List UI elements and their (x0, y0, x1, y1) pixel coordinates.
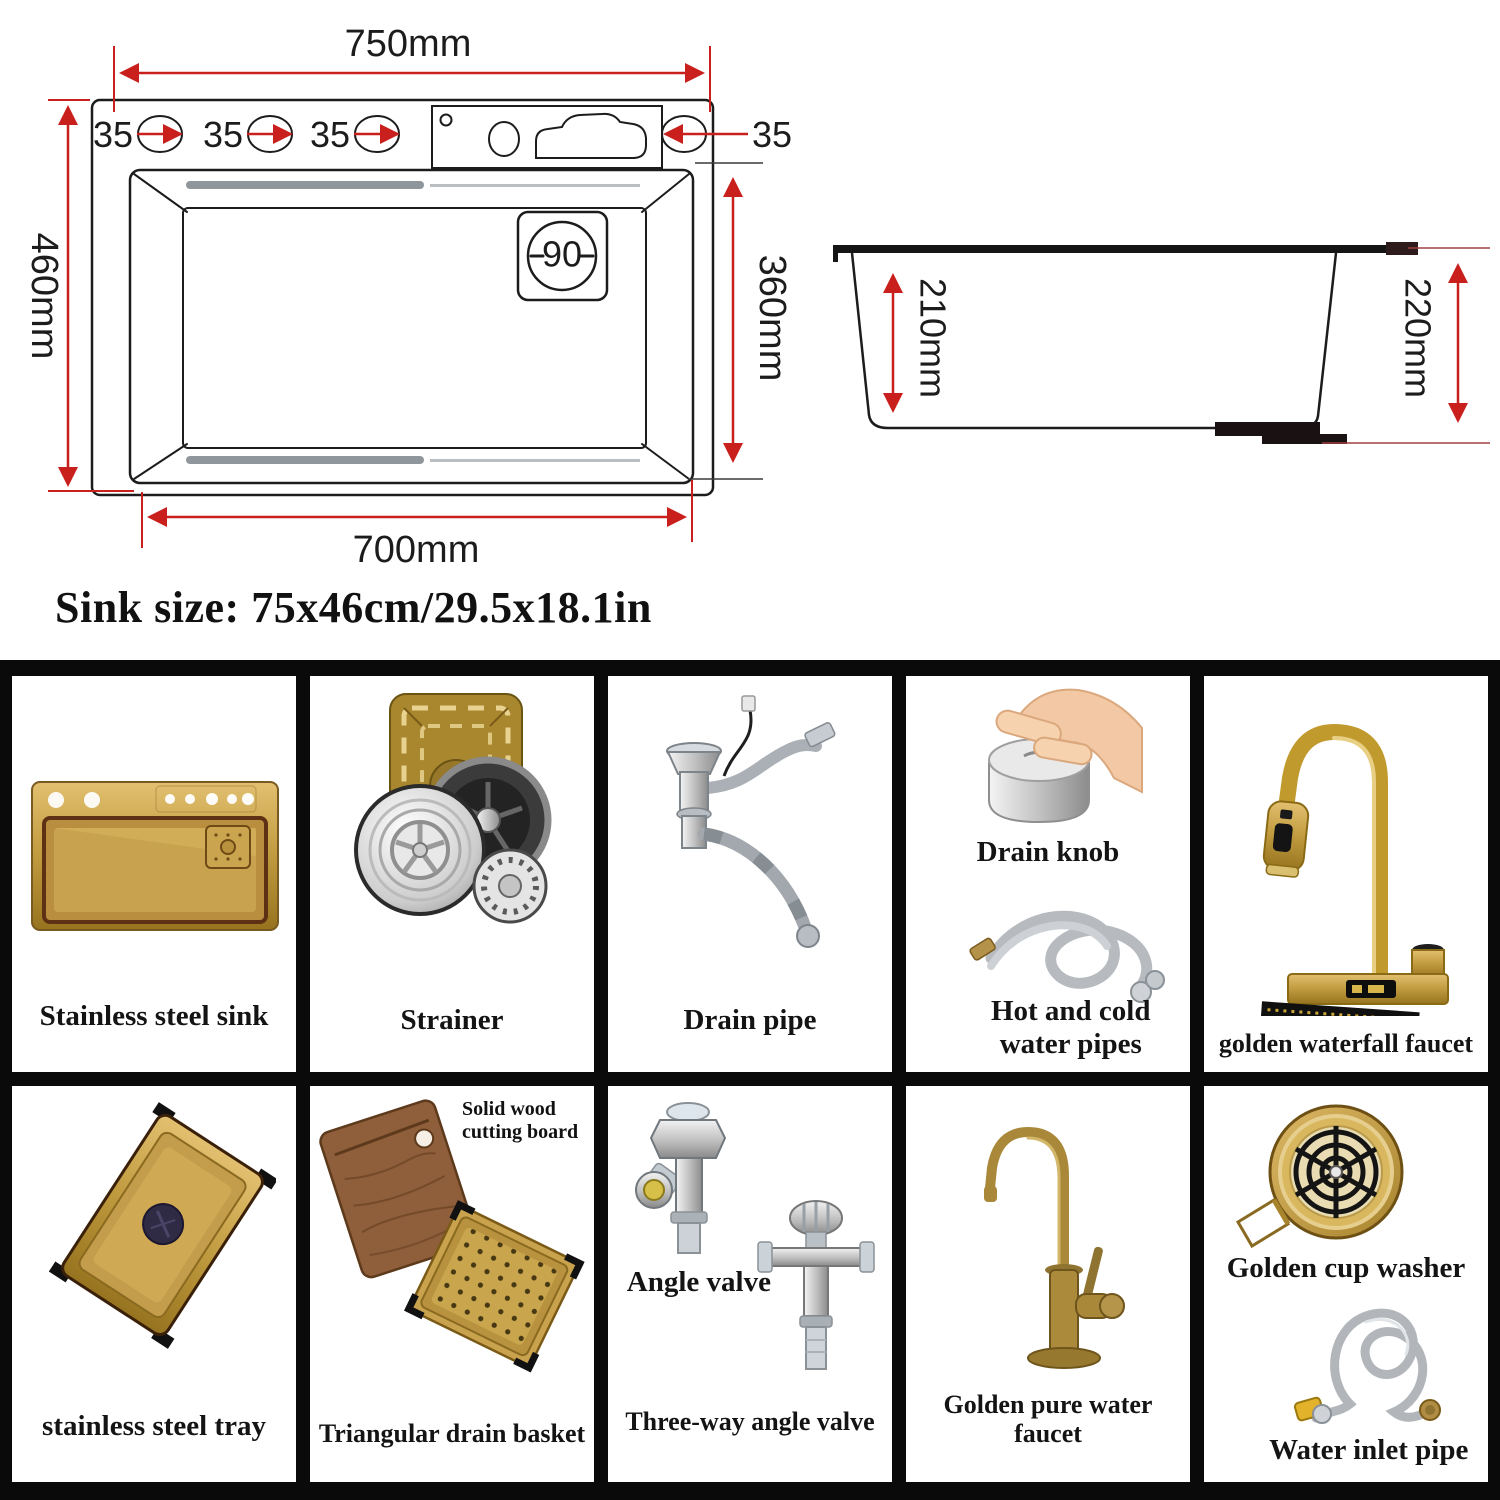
drain-diameter-label: 90 (542, 234, 582, 275)
cutting-board-annotation: Solid wood cutting board (462, 1098, 579, 1143)
drain-basket-image (403, 1200, 585, 1373)
hole-diameter-label-3: 35 (310, 114, 350, 155)
overall-width-label: 750mm (345, 23, 472, 65)
product-cell-strainer: Strainer (310, 676, 594, 1072)
sink-dimension-diagram: 90 750mm 460mm 700mm 360mm (23, 23, 1490, 571)
product-cell-tray: stainless steel tray (12, 1086, 296, 1482)
product-cell-drain-knob-hoses: Drain knob Hot and cold water pipes (906, 676, 1190, 1072)
product-label: Water inlet pipe (1269, 1433, 1469, 1466)
sink-size-caption: Sink size: 75x46cm/29.5x18.1in (55, 583, 652, 632)
strainer-image (354, 693, 552, 924)
three-way-angle-valve-image (757, 1200, 875, 1370)
product-cell-waterfall-faucet: golden waterfall faucet (1204, 676, 1488, 1072)
side-view-drawing: 210mm 220mm (833, 242, 1490, 444)
pure-water-faucet-image (984, 1126, 1125, 1369)
drain-pipe-image (666, 695, 836, 948)
waterfall-faucet-image (1260, 723, 1449, 1016)
top-view-drawing: 90 (90, 98, 715, 497)
top-view-dimensions: 750mm 460mm 700mm 360mm 35 35 35 35 (23, 23, 793, 571)
product-cell-pure-water-faucet: Golden pure water faucet (906, 1086, 1190, 1482)
hole-diameter-label-4: 35 (752, 114, 792, 155)
hole-diameter-label-2: 35 (203, 114, 243, 155)
accessories-grid: Stainless steel sink (0, 660, 1500, 1500)
water-inlet-pipe-image (1293, 1308, 1441, 1424)
product-label: Drain pipe (683, 1003, 817, 1036)
product-label: Triangular drain basket (318, 1418, 586, 1448)
product-label: Drain knob (976, 836, 1120, 868)
tray-image (48, 1102, 276, 1349)
product-label: Hot and cold water pipes (990, 995, 1151, 1060)
basin-depth-label: 360mm (751, 255, 793, 382)
product-label: Strainer (400, 1003, 504, 1036)
product-label: stainless steel tray (42, 1409, 266, 1442)
cup-washer-image (1235, 1104, 1404, 1249)
hot-cold-water-pipes-image (969, 910, 1165, 1003)
product-label: Golden pure water faucet (943, 1389, 1153, 1448)
hole-diameter-label-1: 35 (93, 114, 133, 155)
product-cell-stainless-steel-sink: Stainless steel sink (12, 676, 296, 1072)
product-label: Angle valve (626, 1266, 771, 1298)
angle-valve-image (635, 1102, 727, 1254)
drain-knob-image (988, 688, 1143, 824)
product-cell-angle-valves: Angle valve Three-way angle valve (608, 1086, 892, 1482)
product-cell-drain-pipe: Drain pipe (608, 676, 892, 1072)
stainless-steel-sink-image (31, 781, 279, 931)
overall-depth-label: 460mm (23, 233, 65, 360)
cutting-board-image (319, 1099, 478, 1279)
product-label: golden waterfall faucet (1218, 1028, 1474, 1058)
product-cell-drain-basket: Solid wood cutting board (310, 1086, 594, 1482)
product-label: Three-way angle valve (625, 1406, 875, 1436)
bottom-width-label: 700mm (353, 529, 480, 571)
inner-depth-label: 210mm (912, 278, 953, 398)
overall-height-label: 220mm (1397, 278, 1438, 398)
product-label: Golden cup washer (1226, 1252, 1466, 1284)
product-cell-cup-washer-inlet-pipe: Golden cup washer Water inlet pipe (1204, 1086, 1488, 1482)
product-label: Stainless steel sink (39, 999, 269, 1032)
